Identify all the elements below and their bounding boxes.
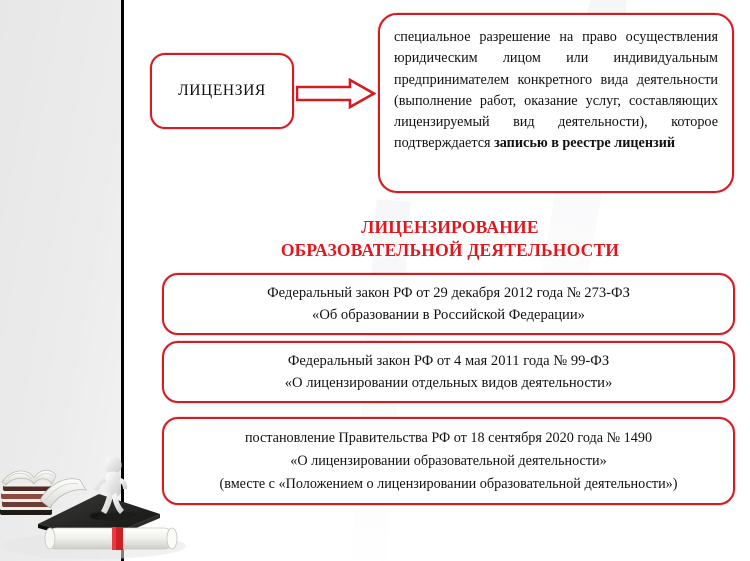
definition-box: специальное разрешение на право осуществ…	[378, 13, 734, 193]
legal-act-box-3: постановление Правительства РФ от 18 сен…	[162, 417, 735, 505]
legal-act-1-line-1: Федеральный закон РФ от 29 декабря 2012 …	[267, 285, 630, 301]
legal-act-3-line-2: «О лицензировании образовательной деятел…	[290, 452, 607, 469]
right-arrow-icon	[295, 77, 377, 110]
graduation-cap-books-diploma-icon	[0, 428, 204, 561]
legal-act-box-2: Федеральный закон РФ от 4 мая 2011 года …	[162, 341, 735, 403]
legal-act-2-line-1: Федеральный закон РФ от 4 мая 2011 года …	[287, 353, 610, 369]
vertical-divider-line	[121, 0, 124, 561]
section-title-line-2: ОБРАЗОВАТЕЛЬНОЙ ДЕЯТЕЛЬНОСТИ	[280, 239, 620, 260]
definition-text: специальное разрешение на право осуществ…	[394, 27, 718, 155]
books-stack	[0, 483, 52, 515]
term-box-license: ЛИЦЕНЗИЯ	[150, 53, 294, 129]
term-box-content: ЛИЦЕНЗИЯ	[152, 55, 292, 127]
legal-act-box-2-text: Федеральный закон РФ от 4 мая 2011 года …	[285, 350, 613, 394]
section-title-line-1: ЛИЦЕНЗИРОВАНИЕ	[361, 217, 539, 237]
legal-act-1-line-2: «Об образовании в Российской Федерации»	[312, 307, 585, 323]
legal-act-3-line-1: постановление Правительства РФ от 18 сен…	[244, 429, 653, 446]
legal-act-box-3-text: постановление Правительства РФ от 18 сен…	[220, 427, 678, 496]
legal-act-3-line-3: (вместе с «Положением о лицензировании о…	[219, 475, 678, 492]
legal-act-box-1-text: Федеральный закон РФ от 29 декабря 2012 …	[267, 282, 630, 326]
open-book-center	[39, 478, 87, 509]
legal-act-2-line-2: «О лицензировании отдельных видов деятел…	[284, 375, 613, 391]
legal-act-box-2-content: Федеральный закон РФ от 4 мая 2011 года …	[164, 343, 733, 401]
diploma-scroll	[44, 527, 178, 550]
section-title: ЛИЦЕНЗИРОВАНИЕ ОБРАЗОВАТЕЛЬНОЙ ДЕЯТЕЛЬНО…	[180, 216, 720, 261]
definition-text-emphasis: записью в реестре лицензий	[494, 135, 676, 152]
figurine-3d	[94, 455, 128, 514]
legal-act-box-3-content: постановление Правительства РФ от 18 сен…	[164, 419, 733, 503]
definition-text-regular: специальное разрешение на право осуществ…	[394, 29, 718, 152]
term-box-label: ЛИЦЕНЗИЯ	[178, 82, 266, 99]
legal-act-box-1-content: Федеральный закон РФ от 29 декабря 2012 …	[164, 275, 733, 333]
open-book-left	[1, 469, 57, 486]
left-side-panel	[0, 0, 121, 561]
legal-act-box-1: Федеральный закон РФ от 29 декабря 2012 …	[162, 273, 735, 335]
